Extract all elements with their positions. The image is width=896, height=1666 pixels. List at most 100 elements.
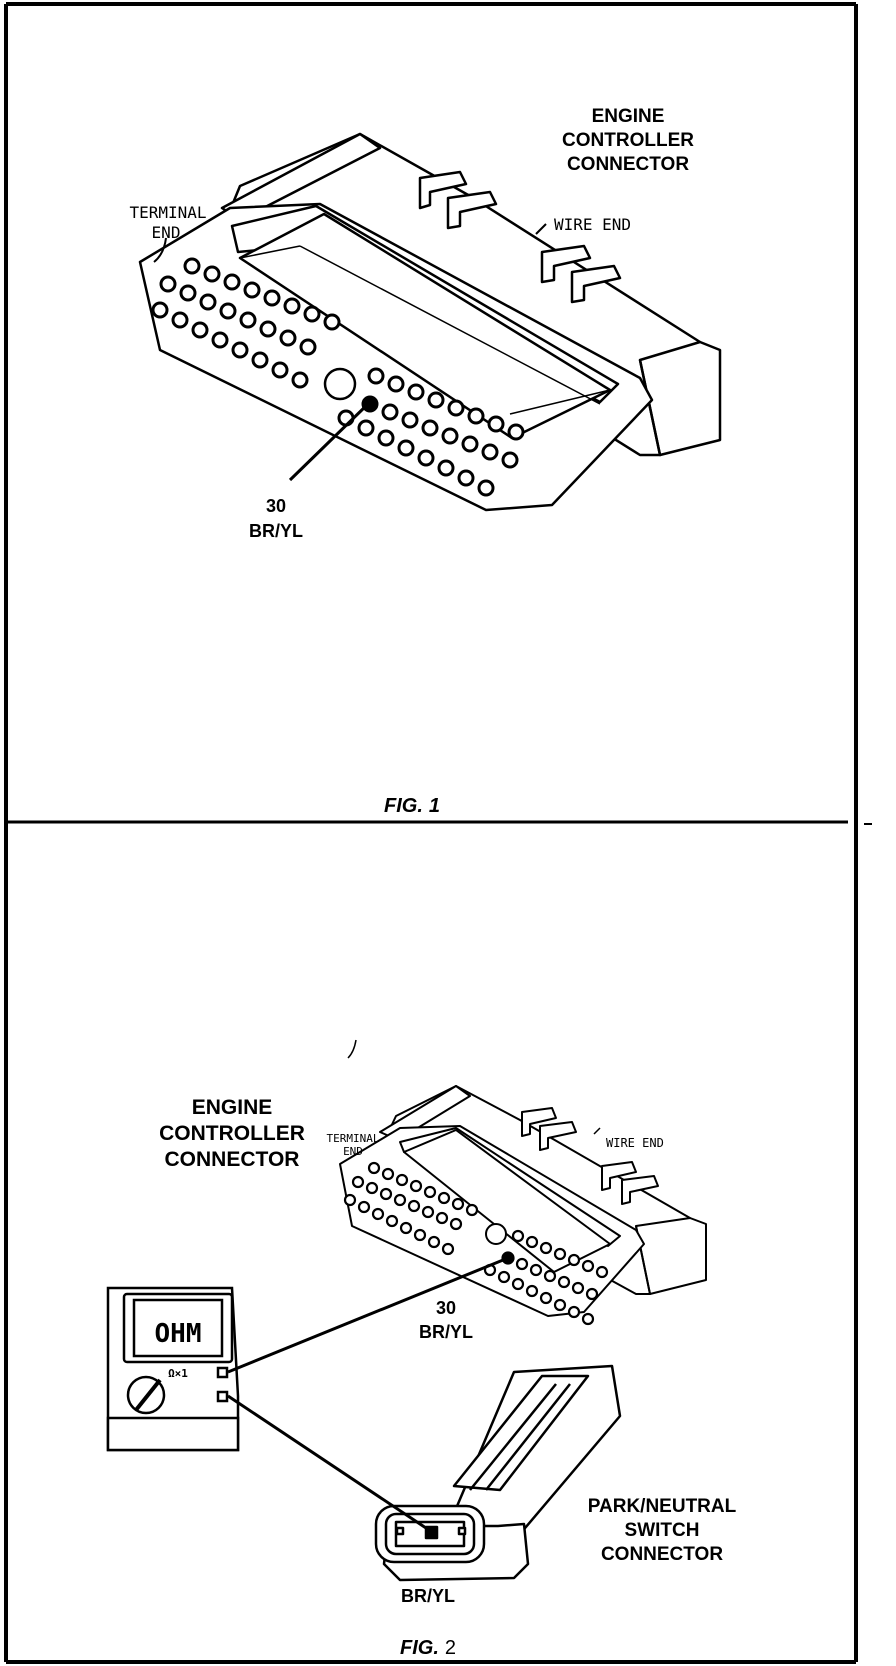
terminal-pin [367,1161,381,1175]
terminal-pin [351,1175,365,1189]
terminal-pin [337,409,355,427]
fig2-terminal-end-line2: END [343,1145,363,1158]
terminal-pin [567,1305,581,1319]
terminal-pin [199,293,217,311]
terminal-pin [435,1211,449,1225]
terminal-pin [497,1270,511,1284]
terminal-pin [413,1228,427,1242]
terminal-pin [427,1235,441,1249]
terminal-pin [423,1185,437,1199]
fig2-engine-controller-connector-drawing [339,1085,707,1317]
terminal-pin [581,1259,595,1273]
fig1-terminal-end-line2: END [152,223,181,242]
terminal-pin [379,1187,393,1201]
terminal-pin [393,1193,407,1207]
terminal-pin [303,305,321,323]
terminal-pin [447,399,465,417]
terminal-pin [323,313,341,331]
terminal-pin [191,321,209,339]
fig1-terminal-end-line1: TERMINAL [129,203,206,222]
terminal-pin [381,403,399,421]
terminal-pin [387,375,405,393]
terminal-pin [271,361,289,379]
fig1-connector-label-line3: CONNECTOR [567,154,689,175]
terminal-pin [525,1284,539,1298]
terminal-pin [477,479,495,497]
ohmmeter-drawing [106,1286,240,1452]
terminal-pin [223,273,241,291]
meter-jack [216,1390,229,1403]
terminal-pin [159,275,177,293]
terminal-pin [553,1247,567,1261]
switch-terminal [457,1526,467,1536]
terminal-pin [507,423,525,441]
fig1-engine-controller-connector-drawing [138,132,722,512]
fig1-leader-lines [153,223,547,482]
terminal-pin [279,329,297,347]
terminal-pin [203,265,221,283]
fig1-connector-label-line1: ENGINE [592,106,665,127]
terminal-pin [385,1214,399,1228]
terminal-pin [529,1263,543,1277]
terminal-pin [399,1221,413,1235]
fig1-connector-label-line2: CONTROLLER [562,130,694,151]
terminal-pin [231,341,249,359]
fig1-wire-end-label: WIRE END [554,215,631,234]
test-leads [227,1039,601,1534]
terminal-pin [543,1269,557,1283]
fig2-connector-label-line2: CONTROLLER [159,1122,305,1145]
switch-wire-color: BR/YL [401,1586,455,1606]
terminal-pin [437,1191,451,1205]
terminal-pin [581,1312,595,1326]
terminal-pin [251,351,269,369]
switch-label-line1: PARK/NEUTRAL [588,1496,737,1517]
switch-label-line3: CONNECTOR [601,1544,723,1565]
terminal-pin [283,297,301,315]
fig2-connector-label-line1: ENGINE [192,1096,273,1119]
terminal-pin [571,1281,585,1295]
terminal-pin [407,1199,421,1213]
terminal-pin [365,1181,379,1195]
terminal-pin [357,419,375,437]
fig2-terminal-pins [343,1161,609,1326]
meter-jack [216,1366,229,1379]
fig2-wire-color: BR/YL [419,1322,473,1342]
meter-display-text: OHM [155,1319,202,1349]
fig1-caption: FIG.1 [384,795,440,817]
terminal-pin [525,1235,539,1249]
terminal-pin [511,1229,525,1243]
terminal-pin [481,443,499,461]
terminal-pin [421,1205,435,1219]
fig2-caption-number: 2 [445,1637,456,1659]
page-border [4,2,872,1664]
terminal-pin [487,415,505,433]
terminal-pin [291,371,309,389]
terminal-pin [441,1242,455,1256]
terminal-pin [585,1287,599,1301]
terminal-pin [467,407,485,425]
terminal-pin [421,419,439,437]
terminal-pin [357,1200,371,1214]
terminal-pin [457,469,475,487]
terminal-pin [567,1253,581,1267]
terminal-pin [441,427,459,445]
terminal-pin [151,301,169,319]
terminal-pin [263,289,281,307]
fig2-wire-end-label: WIRE END [606,1136,664,1150]
terminal-pin [515,1257,529,1271]
terminal-pin [539,1291,553,1305]
terminal-pin [451,1197,465,1211]
terminal-pin [371,1207,385,1221]
terminal-pin [461,435,479,453]
terminal-pin [179,284,197,302]
meter-range-label: Ω×1 [168,1367,188,1380]
terminal-pin [595,1265,609,1279]
terminal-pin [511,1277,525,1291]
fig2-caption-prefix: FIG. [400,1637,439,1659]
terminal-pin [367,367,385,385]
fig1-wire-color: BR/YL [249,521,303,541]
terminal-pin [427,391,445,409]
fig2-connector-label-line3: CONNECTOR [165,1148,300,1171]
terminal-pin [449,1217,463,1231]
